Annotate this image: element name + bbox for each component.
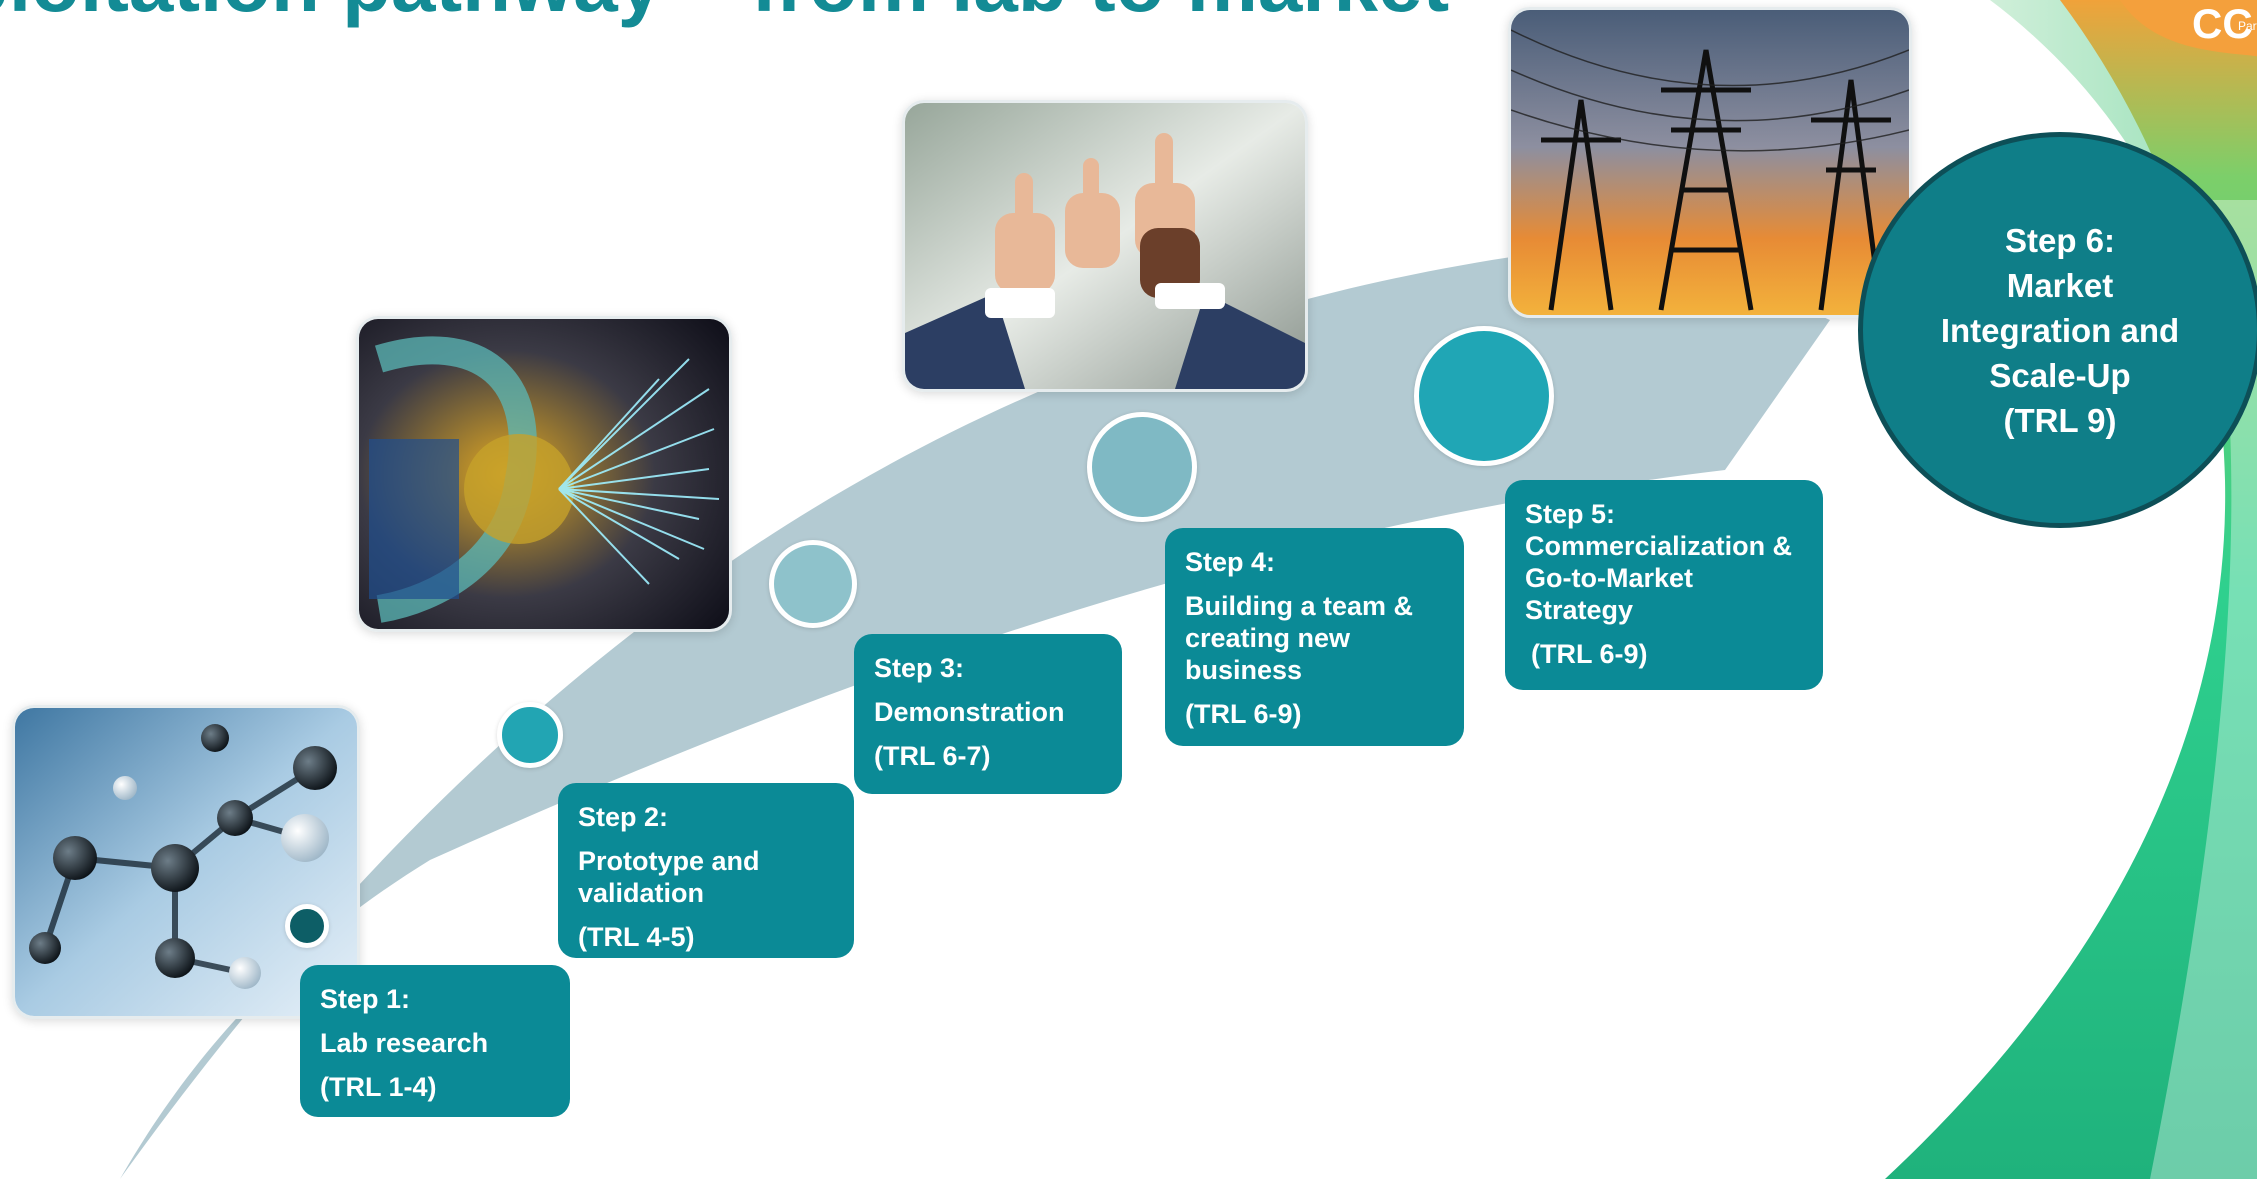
step-1-box: Step 1: Lab research (TRL 1-4)	[300, 965, 570, 1117]
step-3-box: Step 3: Demonstration (TRL 6-7)	[854, 634, 1122, 794]
step-6-line-1: Market	[2006, 266, 2114, 304]
step-6-line-3: Scale-Up	[1989, 356, 2131, 394]
step-3-trl: (TRL 6-7)	[874, 741, 991, 771]
molecule-photo	[12, 705, 360, 1019]
step-4-box: Step 4: Building a team & creating new b…	[1165, 528, 1464, 746]
step-4-heading: Step 4:	[1185, 547, 1276, 577]
milestone-circle-5	[1414, 326, 1554, 466]
step-6-heading: Step 6:	[2004, 221, 2116, 259]
step-4-trl: (TRL 6-9)	[1185, 699, 1302, 729]
step-6-circle: Step 6: Market Integration and Scale-Up …	[1858, 132, 2257, 528]
pathway-arrow	[120, 185, 1830, 1179]
step-2-box: Step 2: Prototype and validation (TRL 4-…	[558, 783, 854, 958]
step-2-trl: (TRL 4-5)	[578, 922, 695, 952]
step-2-desc: Prototype and validation	[578, 846, 760, 908]
milestone-circle-4	[1087, 412, 1197, 522]
power-lines-photo	[1508, 7, 1912, 318]
step-5-desc: Commercialization & Go-to-Market Strateg…	[1525, 531, 1793, 625]
step-1-trl: (TRL 1-4)	[320, 1072, 437, 1102]
step-3-desc: Demonstration	[874, 697, 1065, 727]
step-6-trl: (TRL 9)	[2003, 401, 2117, 439]
page-title: ploitation pathway – from lab to market	[0, 0, 1449, 30]
step-3-heading: Step 3:	[874, 653, 965, 683]
milestone-circle-3	[769, 540, 857, 628]
decor-swoosh-edge	[2150, 200, 2257, 1179]
milestone-circle-1	[285, 904, 329, 948]
step-5-trl: (TRL 6-9)	[1531, 639, 1648, 669]
step-5-heading: Step 5:	[1525, 499, 1616, 529]
logo-text: CC	[2192, 0, 2253, 47]
partner-logo: CC	[2120, 0, 2257, 57]
logo-subtext: Partn	[2238, 19, 2257, 33]
thumbs-up-photo	[902, 100, 1308, 392]
step-5-box: Step 5: Commercialization & Go-to-Market…	[1505, 480, 1823, 690]
step-6-line-2: Integration and	[1940, 311, 2180, 349]
milestone-circle-2	[497, 702, 563, 768]
step-4-desc: Building a team & creating new business	[1185, 591, 1414, 685]
step-1-heading: Step 1:	[320, 984, 411, 1014]
decor-swoosh	[1885, 0, 2257, 1179]
step-2-heading: Step 2:	[578, 802, 669, 832]
step-1-desc: Lab research	[320, 1028, 489, 1058]
particle-detector-photo	[356, 316, 732, 632]
